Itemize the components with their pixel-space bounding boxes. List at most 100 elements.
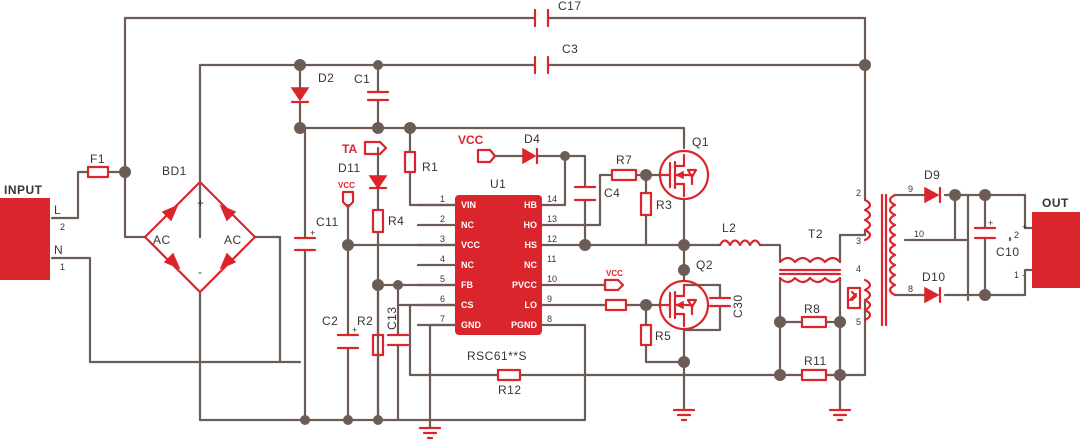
svg-text:5: 5 [856, 317, 861, 327]
svg-text:2: 2 [60, 222, 65, 232]
capacitor-c13: C13 [385, 306, 410, 347]
ic-pin-number: 9 [547, 294, 552, 304]
svg-text:BD1: BD1 [162, 164, 187, 178]
ic-pin-number: 14 [547, 194, 557, 204]
svg-text:VCC: VCC [458, 133, 484, 147]
svg-text:VCC: VCC [606, 269, 623, 278]
ic-pin-name: NC [524, 260, 537, 270]
svg-text:C1: C1 [354, 72, 370, 86]
svg-text:U1: U1 [490, 177, 506, 191]
capacitor-c2: + C2 [322, 314, 360, 350]
resistor-r5: R5 [639, 323, 671, 347]
ic-pin-name: HS [524, 240, 537, 250]
ic-pin-name: NC [461, 220, 474, 230]
ic-pin-name: NC [461, 260, 474, 270]
svg-text:-: - [198, 265, 203, 279]
svg-text:Q1: Q1 [692, 135, 709, 149]
svg-text:N: N [54, 243, 63, 257]
ic-pin-name: PVCC [512, 280, 538, 290]
svg-text:2: 2 [1014, 230, 1019, 240]
svg-text:1: 1 [1014, 270, 1019, 280]
svg-text:3: 3 [856, 236, 861, 246]
vcc-flag-small: VCC [338, 181, 355, 209]
ic-pin-number: 11 [547, 254, 556, 264]
ic-pin-name: GND [461, 320, 482, 330]
svg-text:C11: C11 [316, 215, 339, 229]
main-transformer: 2 3 4 5 9 10 8 [846, 184, 924, 327]
svg-text:C2: C2 [322, 314, 338, 328]
vcc-flag-pvcc: VCC [603, 269, 625, 292]
svg-text:R4: R4 [388, 214, 404, 228]
capacitor-c4: C4 [573, 185, 620, 202]
svg-text:R1: R1 [422, 160, 438, 174]
svg-text:L: L [54, 203, 61, 217]
resistor-r8: R8 [800, 302, 828, 329]
junctions [119, 59, 991, 425]
svg-text:D9: D9 [924, 168, 940, 182]
svg-text:4: 4 [856, 264, 861, 274]
resistor-r7: R7 [610, 153, 638, 182]
svg-text:2: 2 [856, 188, 861, 198]
transformer-t2: T2 [778, 227, 842, 284]
svg-text:C13: C13 [385, 306, 399, 330]
diode-d9: D9 [924, 168, 942, 204]
capacitor-c11: + C11 [293, 215, 339, 252]
ic-u1: U1 RSC61**S 1VIN2NC3VCC4NC5FB6CS7GND14HB… [416, 177, 557, 363]
ground-symbols [418, 408, 852, 440]
svg-text:+: + [352, 325, 357, 335]
diode-d2: D2 [290, 71, 334, 104]
svg-text:TA: TA [342, 142, 357, 156]
svg-text:R3: R3 [656, 198, 672, 212]
ic-pin-number: 8 [547, 314, 552, 324]
svg-text:+: + [988, 218, 993, 228]
capacitor-c30: C30 [708, 294, 745, 318]
svg-text:D2: D2 [318, 71, 334, 85]
svg-text:AC: AC [224, 233, 242, 247]
svg-text:8: 8 [908, 284, 913, 294]
ic-pin-name: HB [524, 200, 537, 210]
svg-text:AC: AC [153, 233, 171, 247]
diode-d4: D4 [522, 132, 540, 165]
ic-pin-name: HO [524, 220, 538, 230]
svg-text:C30: C30 [731, 294, 745, 318]
svg-text:R5: R5 [655, 329, 671, 343]
svg-text:R2: R2 [357, 314, 373, 328]
svg-text:R7: R7 [616, 153, 632, 167]
svg-text:L2: L2 [722, 221, 736, 235]
svg-text:R12: R12 [498, 383, 522, 397]
ic-pin-name: VIN [461, 200, 476, 210]
svg-text:D11: D11 [338, 161, 361, 175]
capacitor-c10: + C10 [973, 218, 1020, 259]
svg-text:+: + [197, 196, 205, 210]
capacitor-c17: C17 [533, 0, 581, 28]
resistor-r1: R1 [403, 150, 438, 174]
resistor-lo [604, 298, 628, 312]
svg-text:R8: R8 [804, 302, 820, 316]
ic-pin-number: 1 [440, 194, 445, 204]
svg-text:+: + [1022, 222, 1027, 232]
svg-text:C10: C10 [996, 245, 1020, 259]
svg-text:INPUT: INPUT [4, 183, 43, 197]
ic-pin-number: 2 [440, 214, 445, 224]
diode-d10: D10 [922, 270, 946, 304]
ta-flag: TA [342, 140, 388, 156]
ic-pin-number: 13 [547, 214, 557, 224]
ic-pin-name: VCC [461, 240, 481, 250]
ic-pin-name: FB [461, 280, 473, 290]
svg-text:OUT: OUT [1042, 196, 1069, 210]
inductor-l2: L2 [718, 221, 762, 247]
capacitor-c1: C1 [354, 72, 390, 102]
svg-text:+: + [310, 228, 315, 238]
svg-text:-: - [1022, 270, 1025, 280]
svg-text:D10: D10 [922, 270, 946, 284]
fuse-f1: F1 [86, 152, 110, 179]
svg-text:C3: C3 [562, 42, 578, 56]
bridge-rectifier-bd1: BD1 AC AC + - [143, 164, 257, 294]
resistor-r4: R4 [371, 208, 404, 234]
resistor-r12: R12 [496, 368, 522, 397]
svg-text:9: 9 [908, 184, 913, 194]
mosfet-q1: Q1 [658, 135, 710, 201]
svg-text:D4: D4 [524, 132, 540, 146]
